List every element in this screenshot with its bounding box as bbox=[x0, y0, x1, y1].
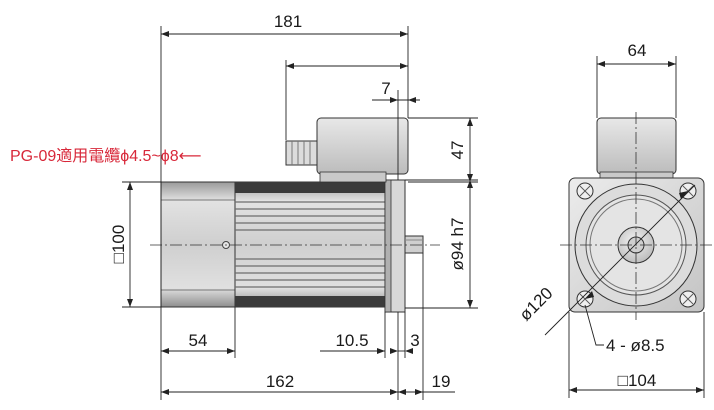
output-shaft bbox=[404, 235, 424, 254]
dimension-arrows bbox=[127, 31, 473, 395]
dim-box-height: 47 bbox=[448, 141, 467, 160]
dim-body-square: □100 bbox=[109, 225, 128, 264]
motor-front-view bbox=[544, 112, 712, 346]
dimension-lines bbox=[122, 26, 478, 400]
dim-overall-length: 181 bbox=[274, 12, 302, 31]
cable-gland-icon bbox=[285, 140, 318, 166]
cooling-fins bbox=[235, 201, 385, 288]
dim-box-gap: 7 bbox=[381, 79, 390, 98]
dim-box-width: 64 bbox=[628, 41, 647, 60]
finned-body bbox=[234, 181, 386, 308]
dim-flange-gap: 3 bbox=[410, 331, 419, 350]
dim-rear-length: 54 bbox=[189, 331, 208, 350]
dim-flange-length: 10.5 bbox=[335, 331, 368, 350]
terminal-box bbox=[316, 117, 409, 175]
motor-side-view bbox=[150, 117, 440, 313]
dim-shaft-length: 19 bbox=[432, 372, 451, 391]
front-dimension-arrows bbox=[569, 61, 704, 393]
front-dimension-lines bbox=[568, 56, 705, 398]
dim-front-square: □104 bbox=[618, 371, 657, 390]
dim-pilot-diameter: ø94 h7 bbox=[448, 218, 467, 271]
dim-pcd: ø120 bbox=[516, 284, 557, 325]
dim-body-length: 162 bbox=[266, 372, 294, 391]
cable-gland-note: PG-09適用電纜ϕ4.5~ϕ8⟵ bbox=[10, 146, 202, 165]
terminal-box-front bbox=[596, 117, 677, 175]
dim-mounting-holes: 4 - ø8.5 bbox=[606, 336, 665, 355]
